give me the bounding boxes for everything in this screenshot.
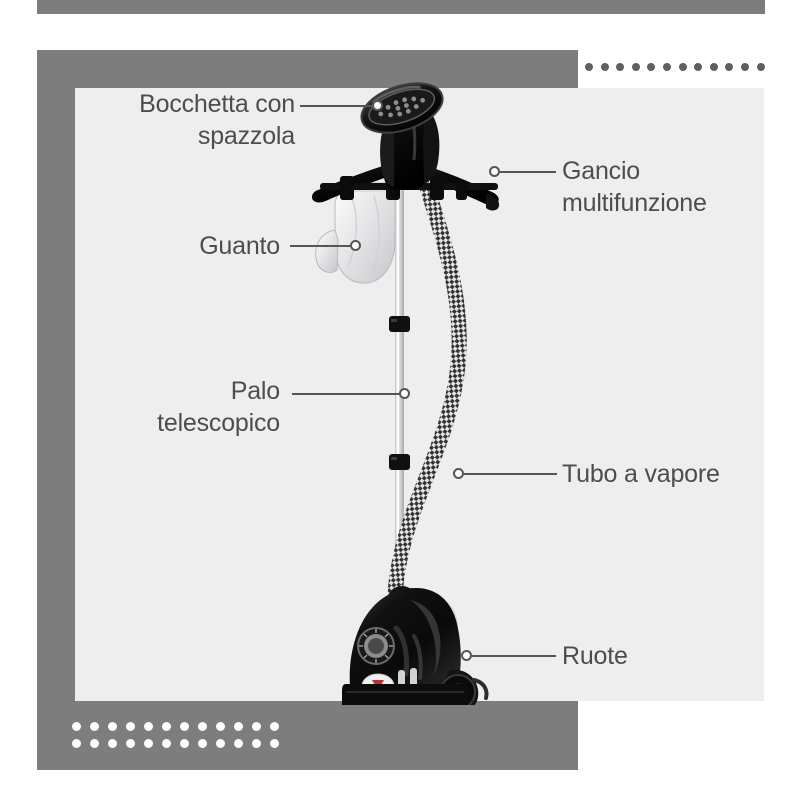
product-illustration-garment-steamer xyxy=(290,80,540,705)
decorative-dot xyxy=(198,722,207,731)
decorative-dot xyxy=(216,722,225,731)
decorative-dot xyxy=(270,722,279,731)
decorative-dot-row xyxy=(72,722,279,731)
decorative-dot xyxy=(234,739,243,748)
decorative-dot xyxy=(725,63,734,71)
decorative-dot xyxy=(108,739,117,748)
decorative-dot xyxy=(126,722,135,731)
callout-leader-line-steam-hose xyxy=(463,473,557,475)
decorative-dot-row xyxy=(72,739,279,748)
callout-leader-line-multifunction-hook xyxy=(500,171,556,173)
decorative-dot xyxy=(585,63,593,71)
decorative-dot xyxy=(616,63,625,71)
decorative-dot xyxy=(144,739,153,748)
callout-label-telescopic-pole: Palo telescopico xyxy=(157,377,280,437)
decorative-dot xyxy=(108,722,117,731)
decorative-dot xyxy=(234,722,243,731)
callout-node-dot-wheels xyxy=(461,650,472,661)
decorative-dot xyxy=(216,739,225,748)
callout-leader-line-wheels xyxy=(472,655,556,657)
decorative-dot xyxy=(72,739,81,748)
callout-leader-line-brush-nozzle xyxy=(300,105,372,107)
decorative-dot xyxy=(662,63,671,71)
bottom-left-dot-grid xyxy=(72,722,279,748)
top-accent-bar xyxy=(37,0,765,14)
decorative-dot xyxy=(270,739,279,748)
callout-label-steam-hose: Tubo a vapore xyxy=(562,460,720,488)
callout-leader-line-telescopic-pole xyxy=(292,393,402,395)
callout-label-glove: Guanto xyxy=(199,232,280,260)
callout-node-dot-multifunction-hook xyxy=(489,166,500,177)
decorative-dot xyxy=(756,63,765,71)
callout-node-dot-glove xyxy=(350,240,361,251)
decorative-dot xyxy=(180,722,189,731)
decorative-dot xyxy=(678,63,687,71)
decorative-dot xyxy=(90,722,99,731)
decorative-dot xyxy=(694,63,703,71)
decorative-dot xyxy=(90,739,99,748)
decorative-dot xyxy=(600,63,609,71)
decorative-dot xyxy=(72,722,81,731)
decorative-dot xyxy=(162,739,171,748)
decorative-dot xyxy=(198,739,207,748)
decorative-dot xyxy=(180,739,189,748)
decorative-dot xyxy=(631,63,640,71)
callout-label-brush-nozzle: Bocchetta con spazzola xyxy=(139,90,295,150)
decorative-dot xyxy=(709,63,718,71)
decorative-dot xyxy=(252,739,261,748)
decorative-dot xyxy=(126,739,135,748)
decorative-dot xyxy=(162,722,171,731)
callout-node-dot-brush-nozzle xyxy=(372,100,383,111)
callout-node-dot-steam-hose xyxy=(453,468,464,479)
top-right-dot-row xyxy=(585,62,765,72)
decorative-dot xyxy=(144,722,153,731)
callout-leader-line-glove xyxy=(290,245,350,247)
callout-node-dot-telescopic-pole xyxy=(399,388,410,399)
decorative-dot xyxy=(252,722,261,731)
decorative-dot xyxy=(647,63,656,71)
decorative-dot xyxy=(740,63,749,71)
callout-label-multifunction-hook: Gancio multifunzione xyxy=(562,157,707,217)
callout-label-wheels: Ruote xyxy=(562,642,628,670)
